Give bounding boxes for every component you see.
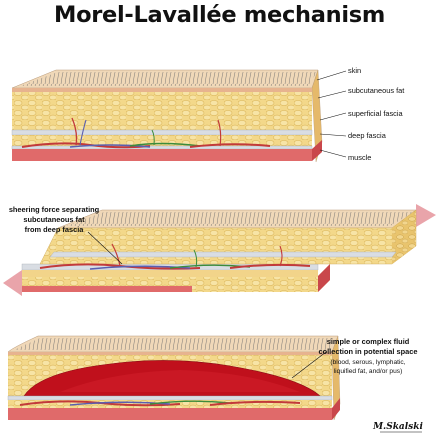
fluid-annotation: simple or complex fluid collection in po… xyxy=(291,337,418,379)
superficial-fascia-leader xyxy=(319,112,347,121)
fluid-label-line3: (blood, serous, lymphatic, xyxy=(330,359,405,366)
perforator2-block1 xyxy=(217,119,222,147)
label-deep-fascia: deep fascia xyxy=(348,131,387,140)
deep-fascia-leader xyxy=(319,133,347,137)
shear-label-line2: subcutaneous fat xyxy=(23,215,85,224)
perforator-vein-block1 xyxy=(79,119,87,146)
skin-layer-block3 xyxy=(8,352,332,355)
shear-label-line3: from deep fascia xyxy=(25,225,85,234)
skin-leader xyxy=(316,70,347,81)
deep-fascia-block3 xyxy=(7,395,333,401)
block-shearing xyxy=(3,204,436,296)
shear-leader xyxy=(87,231,123,265)
torn-perforator-block2 xyxy=(111,243,121,267)
torn-perforator2-block2 xyxy=(279,245,283,267)
muscle-layer xyxy=(12,149,312,161)
muscle-block3 xyxy=(8,408,332,420)
superficial-fascia-layer xyxy=(11,129,313,136)
block-normal-anatomy xyxy=(11,69,323,163)
muscle-block2 xyxy=(22,286,192,292)
muscle-leader xyxy=(319,149,347,158)
hair-block2 xyxy=(66,212,414,226)
hair-block3 xyxy=(14,338,334,350)
muscle-side-block3 xyxy=(332,398,340,420)
fluid-label-line2: collection in potential space xyxy=(319,347,418,356)
deep-fat-layer xyxy=(12,135,312,146)
layer-labels: skin subcutaneous fat superficial fascia… xyxy=(316,66,404,162)
nerve-block3 xyxy=(149,400,231,405)
diagram-title: Morel-Lavallée mechanism xyxy=(53,2,385,28)
shear-annotation: sheering force separating subcutaneous f… xyxy=(9,205,123,265)
hair-block1 xyxy=(20,72,316,86)
muscle-side-block2 xyxy=(318,264,330,292)
fluid-highlight xyxy=(60,370,300,392)
subcutaneous-fat-layer xyxy=(12,92,312,130)
block-fluid-collection xyxy=(7,335,341,421)
fluid-label-line4: liquified fat, and/or pus) xyxy=(334,368,403,375)
artery2-block1 xyxy=(189,143,271,148)
superficial-fascia-block2 xyxy=(49,251,397,258)
muscle-side xyxy=(312,140,322,161)
label-superficial-fascia: superficial fascia xyxy=(348,109,404,118)
label-skin: skin xyxy=(348,66,361,75)
artery2-block3 xyxy=(209,400,301,406)
nerve-block1 xyxy=(129,142,201,147)
fluid-label-line1: simple or complex fluid xyxy=(327,337,410,346)
vein-block1 xyxy=(69,144,151,148)
perforator-block1 xyxy=(71,117,78,146)
label-muscle: muscle xyxy=(348,153,371,162)
nerve-branch-block1 xyxy=(151,129,155,146)
skin-layer xyxy=(12,88,312,92)
signature: M.Skalski xyxy=(372,422,423,432)
subcutaneous-fat-leader xyxy=(317,90,347,99)
label-subcutaneous-fat: subcutaneous fat xyxy=(348,86,404,95)
fluid-leader xyxy=(291,351,327,379)
shear-label-line1: sheering force separating xyxy=(9,205,100,214)
nerve-branch-block2 xyxy=(193,249,198,268)
fat-side-block2 xyxy=(392,210,416,264)
artery2-block2 xyxy=(229,263,311,269)
